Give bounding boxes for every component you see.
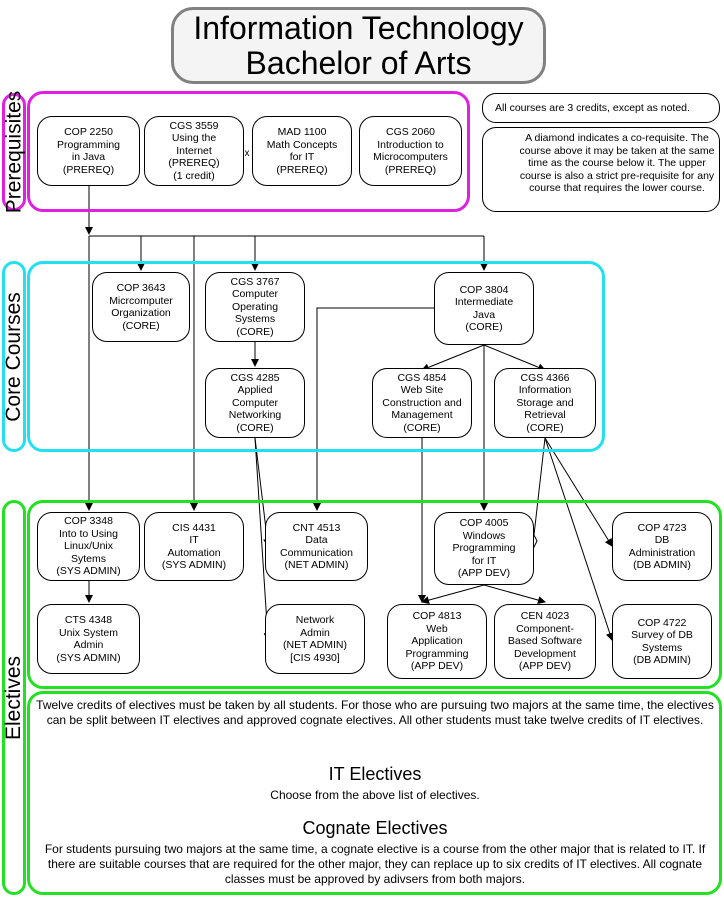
- electives-region: [27, 500, 722, 689]
- prerequisites-region: [27, 91, 470, 212]
- core-region: [27, 261, 605, 452]
- core-section-tab: Core Courses: [2, 261, 26, 452]
- page-title: Information Technology Bachelor of Arts: [171, 7, 546, 84]
- course-cgs4854: CGS 4854 Web Site Construction and Manag…: [372, 368, 472, 438]
- course-mad1100: MAD 1100 Math Concepts for IT (PREREQ): [252, 116, 352, 186]
- credits-note-text: All courses are 3 credits, except as not…: [495, 102, 690, 114]
- it-electives-text: Choose from the above list of electives.: [270, 788, 480, 802]
- course-cgs3767: CGS 3767 Computer Operating Systems (COR…: [205, 272, 305, 342]
- course-cnt4513: CNT 4513 Data Communication (NET ADMIN): [265, 512, 368, 581]
- cognate-electives-heading: Cognate Electives: [302, 818, 448, 838]
- core-label: Core Courses: [2, 291, 25, 422]
- prerequisites-section-tab: Prerequisites: [2, 90, 26, 214]
- course-network-admin: Network Admin (NET ADMIN) [CIS 4930]: [265, 604, 365, 674]
- course-cop4005: COP 4005 Windows Programming for IT (APP…: [434, 512, 534, 585]
- electives-info-region: [27, 691, 722, 895]
- course-cgs3559: CGS 3559 Using the Internet (PREREQ) (1 …: [144, 116, 244, 186]
- course-cop2250: COP 2250 Programming in Java (PREREQ): [37, 116, 140, 186]
- it-electives-heading: IT Electives: [328, 764, 422, 784]
- prerequisites-label: Prerequisites: [2, 90, 25, 214]
- course-cgs4285: CGS 4285 Applied Computer Networking (CO…: [205, 368, 305, 438]
- course-cop3643: COP 3643 Micrcomputer Organization (CORE…: [92, 272, 190, 342]
- course-cen4023: CEN 4023 Component- Based Software Devel…: [494, 604, 596, 679]
- course-cop3804: COP 3804 Intermediate Java (CORE): [434, 272, 534, 345]
- course-cop3348: COP 3348 Into to Using Linux/Unix Sytems…: [37, 512, 140, 581]
- course-cts4348: CTS 4348 Unix System Admin (SYS ADMIN): [37, 604, 140, 674]
- course-cgs4366: CGS 4366 Information Storage and Retriev…: [494, 368, 596, 438]
- electives-label: Electives: [2, 655, 25, 740]
- title-line-1: Information Technology: [193, 9, 524, 46]
- course-cop4723: COP 4723 DB Administration (DB ADMIN): [612, 512, 712, 581]
- electives-intro: Twelve credits of electives must be take…: [36, 698, 714, 727]
- title-line-2: Bachelor of Arts: [245, 44, 472, 81]
- course-cis4431: CIS 4431 IT Automation (SYS ADMIN): [144, 512, 244, 581]
- diamond-legend: A diamond indicates a co-requisite. The …: [482, 127, 720, 212]
- cognate-electives-text: For students pursuing two majors at the …: [44, 842, 706, 886]
- course-cgs2060: CGS 2060 Introduction to Microcomputers …: [359, 116, 462, 186]
- course-cop4722: COP 4722 Survey of DB Systems (DB ADMIN): [612, 604, 712, 679]
- credits-note: All courses are 3 credits, except as not…: [482, 93, 720, 123]
- diamond-legend-text: A diamond indicates a co-requisite. The …: [519, 132, 715, 194]
- course-cop4813: COP 4813 Web Application Programming (AP…: [387, 604, 487, 679]
- stray-text: ex: [239, 148, 250, 159]
- electives-section-tab: Electives: [2, 500, 26, 895]
